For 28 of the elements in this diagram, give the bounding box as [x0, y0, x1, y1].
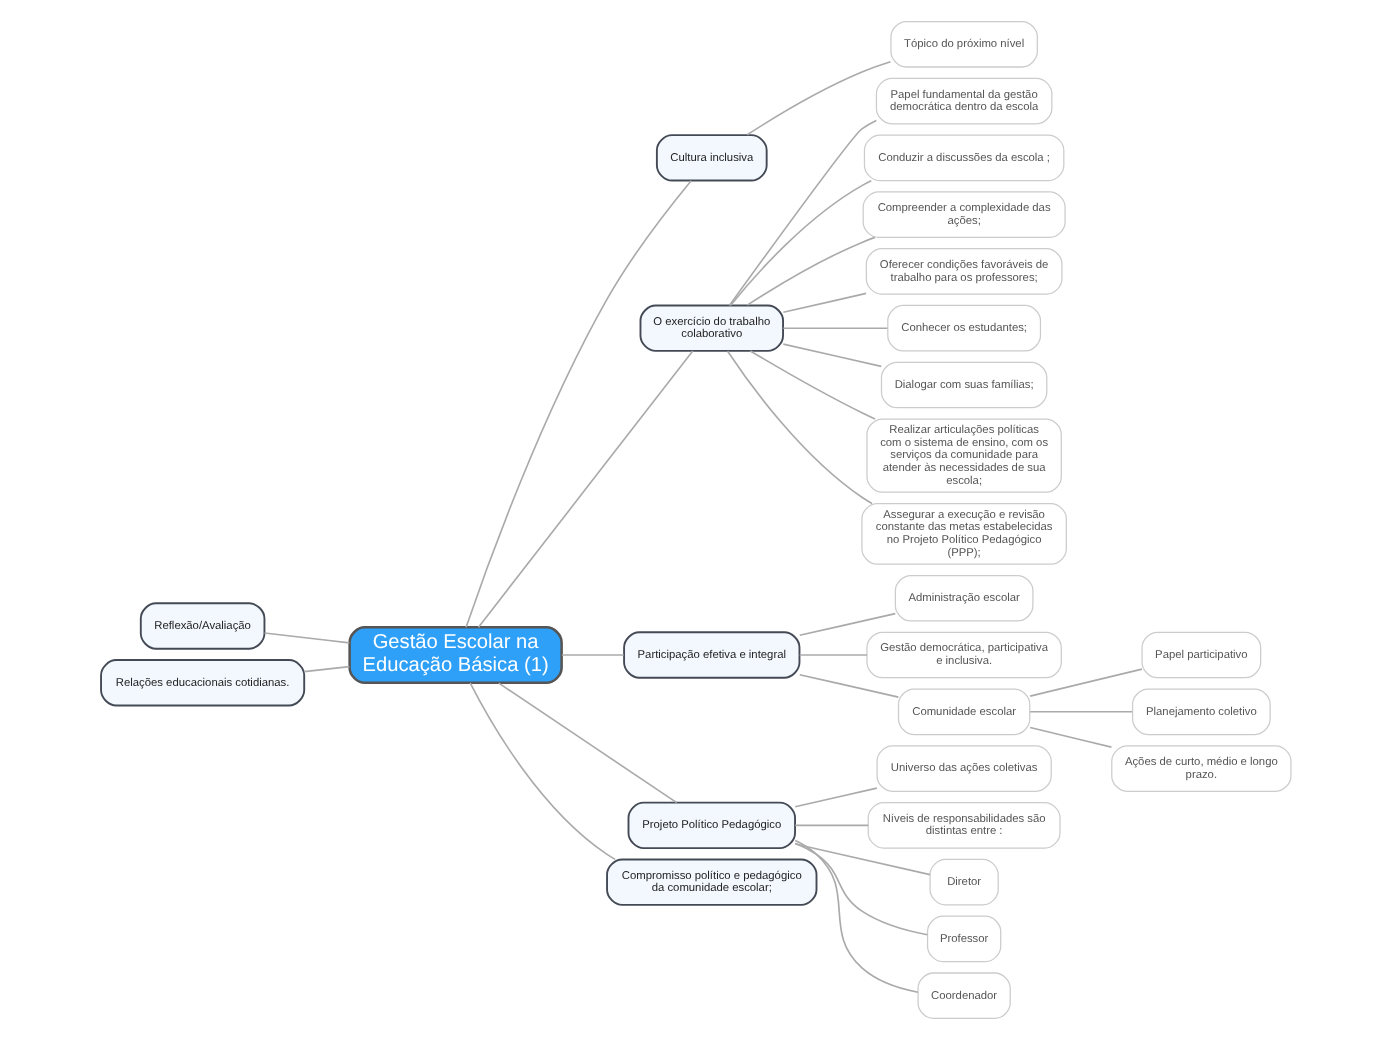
connector: [794, 843, 931, 876]
connector: [794, 842, 929, 936]
connector: [1029, 710, 1134, 713]
node-box: Gestão Escolar na Educação Básica (1): [348, 626, 563, 685]
connector: [798, 673, 900, 698]
connector: [749, 350, 876, 420]
connector: [1029, 726, 1113, 748]
connector: [726, 350, 873, 505]
connector: [561, 654, 625, 656]
connector: [1029, 668, 1143, 697]
connector: [794, 787, 878, 808]
connector: [782, 327, 889, 329]
connector: [782, 292, 867, 314]
connector: [798, 654, 868, 656]
connector: [746, 236, 876, 306]
connector: [728, 119, 878, 307]
connector: [469, 682, 617, 861]
connector: [477, 350, 694, 628]
connector: [746, 61, 892, 136]
connector: [465, 179, 692, 629]
connector: [798, 612, 897, 637]
connector: [263, 632, 351, 644]
connector: [497, 682, 678, 804]
connector: [794, 839, 919, 994]
connector: [782, 343, 883, 368]
connector: [303, 665, 351, 673]
connector: [729, 179, 873, 307]
connector: [794, 824, 869, 827]
